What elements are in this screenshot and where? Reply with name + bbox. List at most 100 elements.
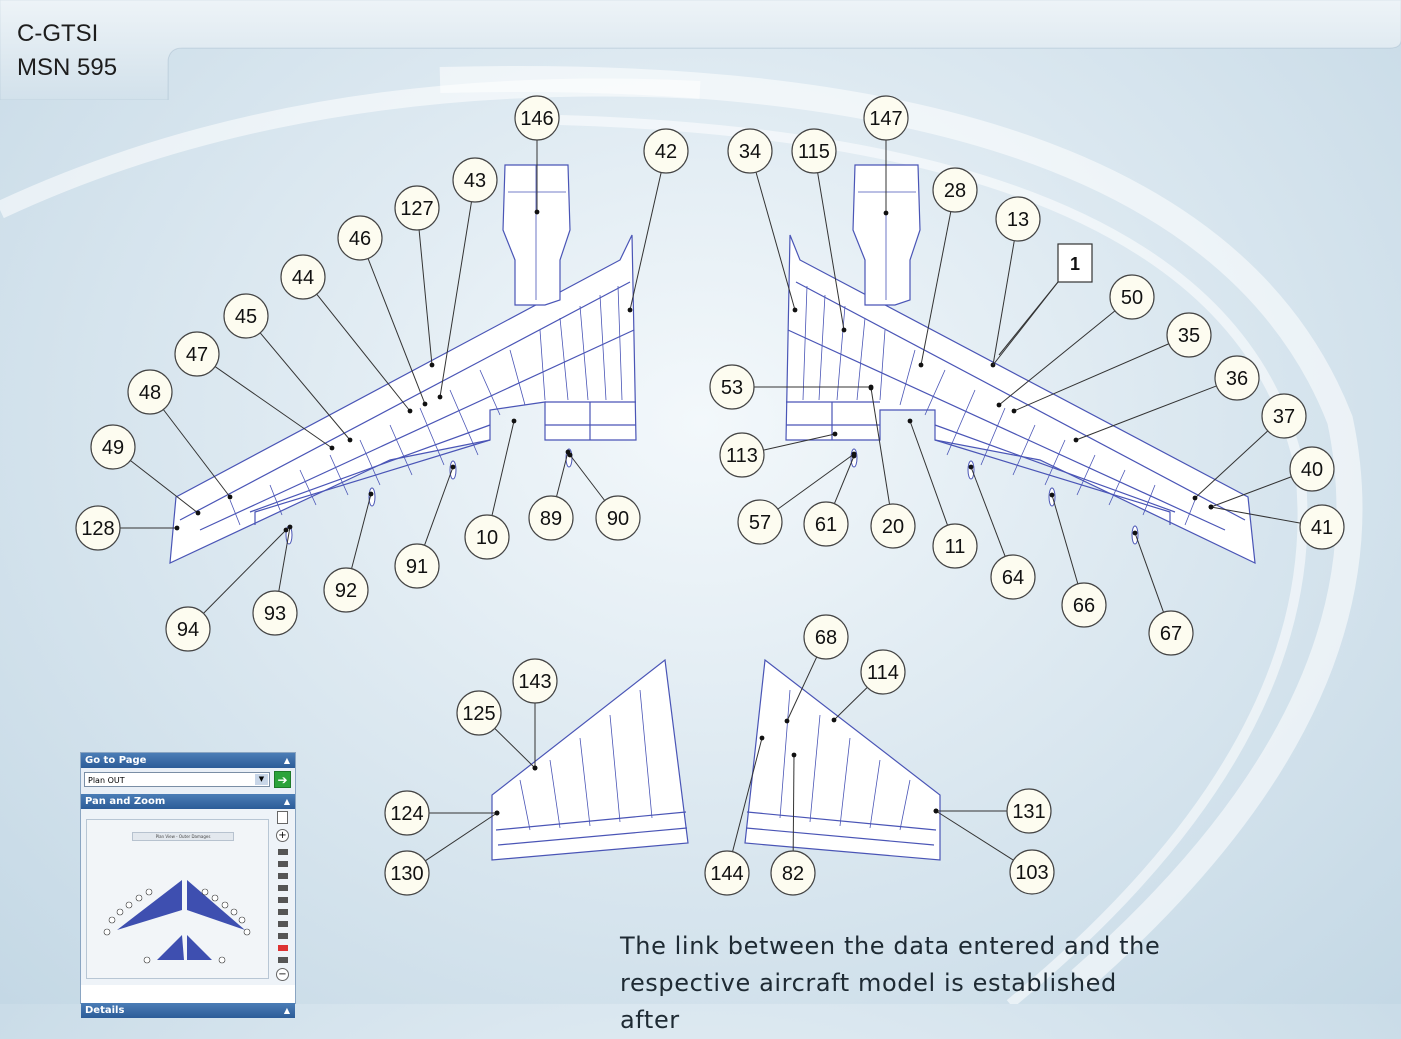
marker-circle[interactable] bbox=[1299, 504, 1345, 550]
marker-circle[interactable] bbox=[932, 167, 978, 213]
marker-circle[interactable] bbox=[719, 432, 765, 478]
marker-circle[interactable] bbox=[1061, 582, 1107, 628]
zoom-step[interactable] bbox=[278, 861, 288, 867]
damage-marker-92[interactable]: 92 bbox=[323, 491, 374, 613]
damage-marker-125[interactable]: 125 bbox=[456, 690, 538, 771]
damage-marker-43[interactable]: 43 bbox=[437, 157, 498, 400]
damage-marker-64[interactable]: 64 bbox=[968, 464, 1036, 600]
marker-circle[interactable] bbox=[528, 495, 574, 541]
damage-marker-10[interactable]: 10 bbox=[464, 418, 517, 560]
zoom-out-icon[interactable]: − bbox=[276, 968, 289, 981]
damage-marker-115[interactable]: 115 bbox=[791, 128, 847, 333]
marker-circle[interactable] bbox=[727, 128, 773, 174]
damage-marker-34[interactable]: 34 bbox=[727, 128, 798, 313]
zoom-step[interactable] bbox=[278, 885, 288, 891]
marker-circle[interactable] bbox=[643, 128, 689, 174]
marker-circle[interactable] bbox=[452, 157, 498, 203]
damage-marker-53[interactable]: 53 bbox=[709, 364, 874, 410]
zoom-step[interactable] bbox=[278, 909, 288, 915]
marker-circle[interactable] bbox=[174, 331, 220, 377]
marker-circle[interactable] bbox=[1109, 274, 1155, 320]
zoom-in-icon[interactable]: + bbox=[276, 829, 289, 842]
marker-circle[interactable] bbox=[1148, 610, 1194, 656]
marker-circle[interactable] bbox=[791, 128, 837, 174]
damage-marker-146[interactable]: 146 bbox=[514, 95, 560, 215]
damage-marker-143[interactable]: 143 bbox=[512, 658, 558, 771]
damage-marker-47[interactable]: 47 bbox=[174, 331, 335, 451]
selected-marker-box[interactable]: 1 bbox=[992, 243, 1093, 366]
damage-marker-131[interactable]: 131 bbox=[933, 788, 1052, 834]
damage-marker-44[interactable]: 44 bbox=[280, 254, 413, 414]
marker-circle[interactable] bbox=[280, 254, 326, 300]
damage-marker-42[interactable]: 42 bbox=[627, 128, 689, 313]
zoom-step[interactable] bbox=[278, 849, 288, 855]
zoom-step[interactable] bbox=[278, 873, 288, 879]
damage-marker-36[interactable]: 36 bbox=[1073, 355, 1260, 443]
marker-circle[interactable] bbox=[990, 554, 1036, 600]
marker-circle[interactable] bbox=[1289, 446, 1335, 492]
damage-marker-130[interactable]: 130 bbox=[384, 810, 500, 896]
goto-page-header[interactable]: Go to Page ▲ bbox=[81, 753, 295, 768]
damage-marker-93[interactable]: 93 bbox=[252, 524, 298, 636]
pan-zoom-header[interactable]: Pan and Zoom ▲ bbox=[81, 794, 295, 809]
marker-circle[interactable] bbox=[165, 606, 211, 652]
damage-marker-124[interactable]: 124 bbox=[384, 790, 500, 836]
damage-marker-48[interactable]: 48 bbox=[127, 369, 233, 500]
marker-circle[interactable] bbox=[1009, 849, 1055, 895]
damage-marker-66[interactable]: 66 bbox=[1049, 492, 1107, 628]
damage-marker-35[interactable]: 35 bbox=[1011, 312, 1212, 414]
marker-circle[interactable] bbox=[932, 523, 978, 569]
damage-marker-103[interactable]: 103 bbox=[933, 808, 1055, 895]
zoom-slider[interactable]: + − bbox=[275, 811, 291, 983]
marker-circle[interactable] bbox=[323, 567, 369, 613]
page-select[interactable]: Plan OUT ▼ bbox=[84, 772, 270, 787]
damage-marker-90[interactable]: 90 bbox=[567, 452, 641, 541]
page-icon[interactable] bbox=[277, 811, 288, 824]
damage-marker-94[interactable]: 94 bbox=[165, 527, 289, 652]
collapse-icon[interactable]: ▲ bbox=[283, 1006, 290, 1015]
details-header[interactable]: Details ▲ bbox=[81, 1003, 295, 1018]
zoom-step[interactable] bbox=[278, 933, 288, 939]
damage-marker-20[interactable]: 20 bbox=[868, 385, 916, 549]
damage-marker-68[interactable]: 68 bbox=[784, 614, 849, 724]
collapse-icon[interactable]: ▲ bbox=[283, 797, 290, 806]
damage-marker-67[interactable]: 67 bbox=[1132, 530, 1194, 656]
marker-circle[interactable] bbox=[770, 850, 816, 896]
marker-circle[interactable] bbox=[1006, 788, 1052, 834]
damage-marker-37[interactable]: 37 bbox=[1192, 393, 1307, 501]
zoom-step[interactable] bbox=[278, 897, 288, 903]
damage-marker-113[interactable]: 113 bbox=[719, 431, 838, 478]
zoom-step-current[interactable] bbox=[278, 945, 288, 951]
marker-circle[interactable] bbox=[90, 424, 136, 470]
marker-circle[interactable] bbox=[337, 215, 383, 261]
marker-circle[interactable] bbox=[1261, 393, 1307, 439]
damage-marker-50[interactable]: 50 bbox=[996, 274, 1155, 408]
marker-circle[interactable] bbox=[456, 690, 502, 736]
damage-marker-128[interactable]: 128 bbox=[75, 505, 180, 551]
marker-circle[interactable] bbox=[860, 649, 906, 695]
marker-circle[interactable] bbox=[394, 185, 440, 231]
marker-circle[interactable] bbox=[995, 196, 1041, 242]
damage-marker-114[interactable]: 114 bbox=[831, 649, 906, 723]
marker-circle[interactable] bbox=[464, 514, 510, 560]
marker-circle[interactable] bbox=[803, 614, 849, 660]
marker-circle[interactable] bbox=[595, 495, 641, 541]
marker-circle[interactable] bbox=[127, 369, 173, 415]
marker-circle[interactable] bbox=[1214, 355, 1260, 401]
marker-circle[interactable] bbox=[514, 95, 560, 141]
marker-circle[interactable] bbox=[737, 499, 783, 545]
marker-circle[interactable] bbox=[75, 505, 121, 551]
damage-marker-61[interactable]: 61 bbox=[803, 453, 857, 547]
damage-marker-45[interactable]: 45 bbox=[223, 293, 353, 443]
damage-marker-28[interactable]: 28 bbox=[918, 167, 978, 368]
marker-circle[interactable] bbox=[709, 364, 755, 410]
marker-circle[interactable] bbox=[223, 293, 269, 339]
damage-marker-89[interactable]: 89 bbox=[528, 449, 574, 541]
damage-marker-11[interactable]: 11 bbox=[907, 418, 978, 569]
marker-circle[interactable] bbox=[863, 95, 909, 141]
marker-circle[interactable] bbox=[803, 501, 849, 547]
zoom-step[interactable] bbox=[278, 921, 288, 927]
damage-marker-82[interactable]: 82 bbox=[770, 752, 816, 896]
damage-marker-13[interactable]: 13 bbox=[990, 196, 1041, 368]
marker-circle[interactable] bbox=[512, 658, 558, 704]
